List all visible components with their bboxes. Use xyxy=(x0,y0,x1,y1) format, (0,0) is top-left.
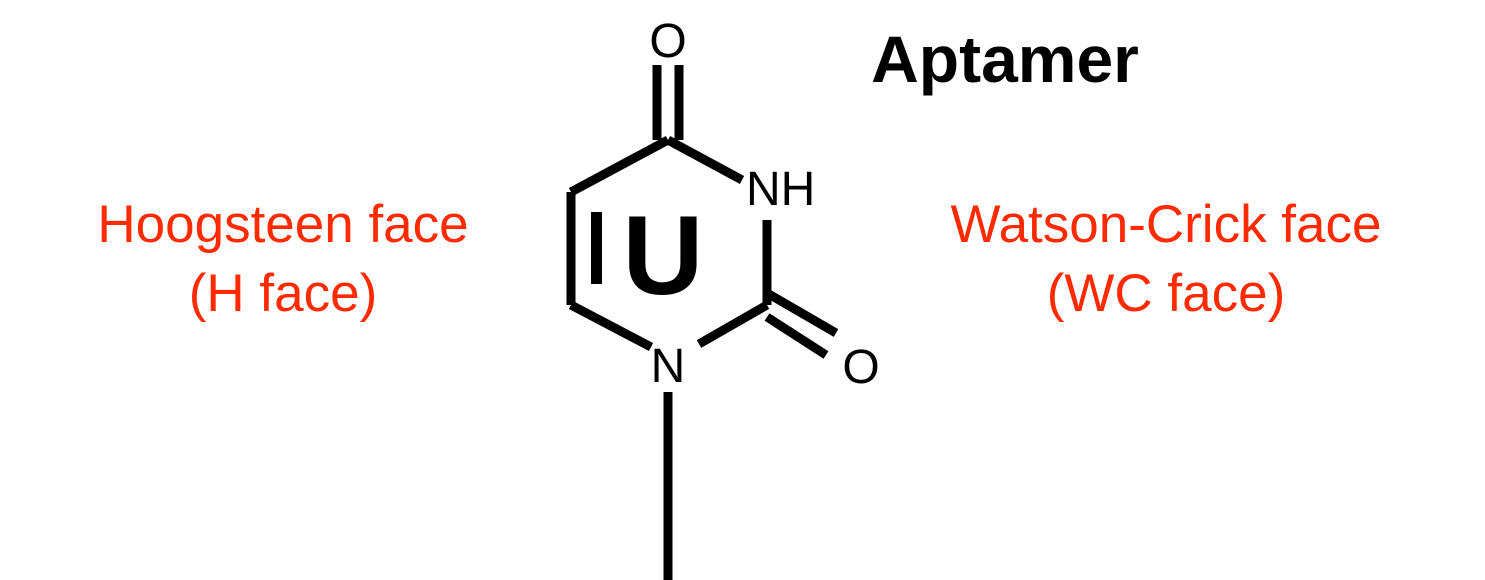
double-bond-marker xyxy=(591,212,602,284)
title: Aptamer xyxy=(871,22,1139,96)
ring-bond-n1-c2 xyxy=(696,301,770,348)
carbonyl-c2-bond-b xyxy=(764,313,829,359)
carbonyl-c2-bond-a xyxy=(764,289,839,337)
atom-bottom-oxygen: O xyxy=(842,341,879,394)
ring-bond-n3-c4 xyxy=(665,136,745,184)
base-letter-u: U xyxy=(623,193,704,318)
bonds xyxy=(566,65,839,580)
hoogsteen-face-label: Hoogsteen face xyxy=(97,195,468,254)
ring-bond-c4-c5 xyxy=(568,136,671,196)
watson-crick-face-label: Watson-Crick face xyxy=(951,195,1382,254)
atom-imide-nh: NH xyxy=(746,163,815,216)
watson-crick-face-sublabel: (WC face) xyxy=(1047,264,1286,323)
atom-ring-nitrogen: N xyxy=(651,340,686,393)
ring-bond-c6-n1 xyxy=(568,301,654,351)
hoogsteen-face-sublabel: (H face) xyxy=(189,264,377,323)
atom-top-oxygen: O xyxy=(649,15,686,68)
